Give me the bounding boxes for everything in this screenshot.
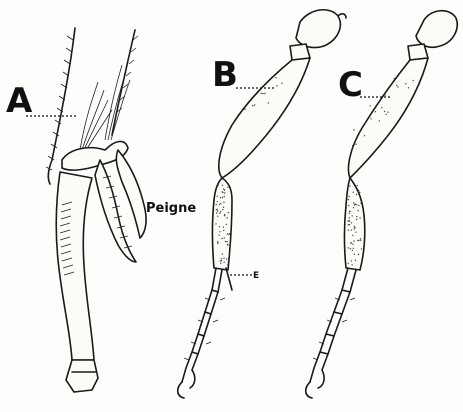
figure-b-drawing [178, 10, 346, 398]
label-c: C [338, 65, 363, 105]
label-e: E [253, 271, 259, 281]
figure-a-drawing [46, 28, 146, 392]
label-a: A [6, 81, 33, 121]
label-b: B [212, 55, 238, 95]
label-peigne: Peigne [146, 201, 196, 216]
figure-c-drawing [306, 11, 457, 398]
